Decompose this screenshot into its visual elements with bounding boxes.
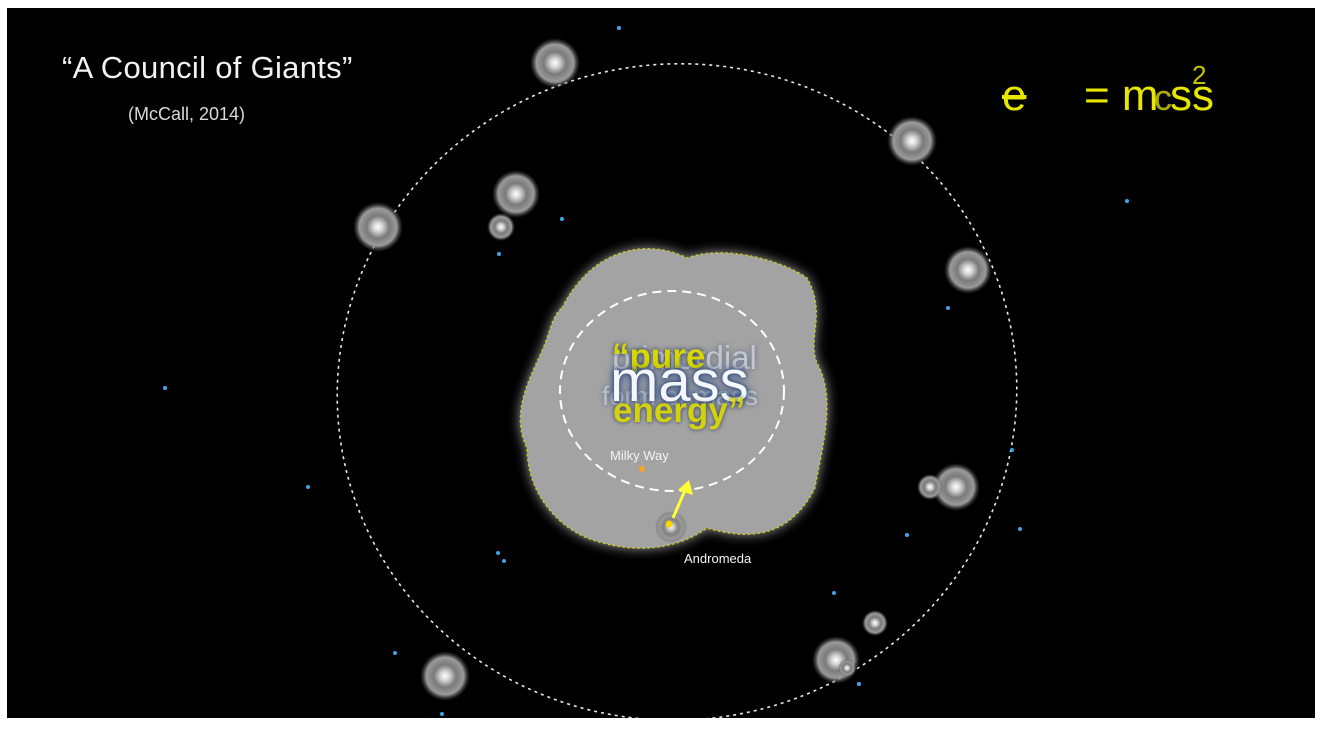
equation-main: = m <box>1084 71 1159 120</box>
blob-word-form: form of mass <box>602 381 759 411</box>
outer-orbit <box>336 62 1018 718</box>
blob-word-primordial: primordial <box>612 339 757 376</box>
giant-galaxy-icon <box>944 246 992 294</box>
giant-galaxy-icon <box>420 651 470 701</box>
milky-way-label: Milky Way <box>610 448 669 463</box>
equation-struck-letter: e <box>1002 71 1027 120</box>
blob-word-pure: “pure <box>612 337 706 376</box>
equation-overlay: c <box>1154 77 1172 118</box>
motion-arrow-icon <box>671 480 693 519</box>
giant-galaxy-icon <box>887 116 937 166</box>
slide-citation: (McCall, 2014) <box>128 104 246 124</box>
slide-title: “A Council of Giants” <box>62 50 353 85</box>
equation-tail: ss <box>1170 71 1214 120</box>
milky-way-dot <box>639 466 645 472</box>
blob-word-mass: mass <box>610 349 749 414</box>
giant-galaxy-icon <box>862 610 888 636</box>
giant-galaxy-icon <box>492 170 540 218</box>
giant-galaxy-icon <box>812 636 860 684</box>
inner-orbit <box>559 290 785 492</box>
star-dot-icon <box>163 26 1129 716</box>
giant-galaxy-icon <box>838 659 856 677</box>
giant-galaxy-icon <box>353 202 403 252</box>
andromeda-galaxy-icon <box>655 511 687 543</box>
giant-galaxy-icon <box>917 474 943 500</box>
giant-galaxy-icon <box>932 463 980 511</box>
giant-galaxy-icon <box>530 38 580 88</box>
council-diagram <box>163 26 1129 718</box>
equation-superscript: 2 <box>1192 60 1207 90</box>
andromeda-label: Andromeda <box>684 551 752 566</box>
blob-word-energy: energy” <box>613 391 746 430</box>
giant-galaxy-icon <box>487 213 515 241</box>
local-group-blob <box>519 247 828 549</box>
slide: “A Council of Giants” (McCall, 2014) e =… <box>7 8 1315 718</box>
andromeda-dot <box>665 520 673 528</box>
